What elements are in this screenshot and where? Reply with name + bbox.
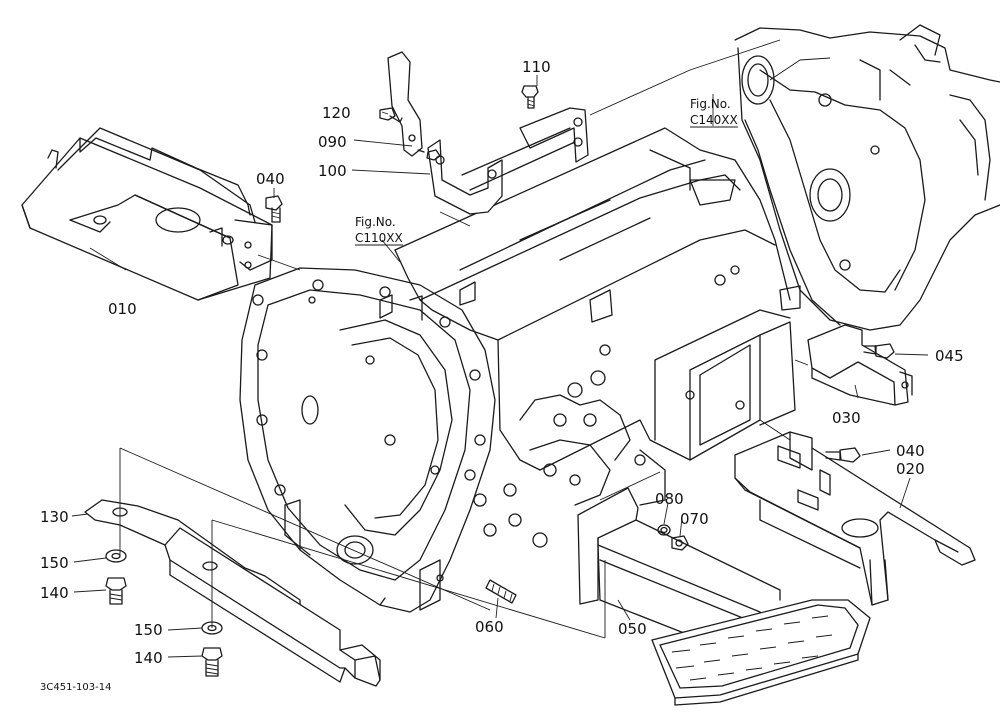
part-labels: 110 120 090 100 040 010 045 030 040 020 … [40,58,964,667]
front-flange [239,267,496,613]
part-label-110: 110 [522,58,551,76]
part-label-080: 080 [655,490,684,508]
part-030-bracket [807,324,913,406]
rear-housing [734,24,1000,331]
alignment-lines [119,39,809,639]
part-label-060: 060 [475,618,504,636]
part-label-100: 100 [318,162,347,180]
part-label-150: 150 [134,621,163,639]
part-label-070: 070 [680,510,709,528]
bolt-040-upper [265,195,283,223]
part-label-020: 020 [896,460,925,478]
stud-060 [485,579,517,604]
part-label-040: 040 [896,442,925,460]
nuts-070-080 [657,524,689,551]
part-130-bracket [84,499,381,687]
part-label-030: 030 [832,409,861,427]
drawing-code: 3C451-103-14 [40,682,111,693]
part-050-step [577,487,871,706]
transmission-case [394,127,801,548]
part-label-150: 150 [40,554,69,572]
part-label-120: 120 [322,104,351,122]
figure-ref-line1: Fig.No. [690,97,731,111]
figure-ref-line2: C110XX [355,231,403,245]
figure-ref-c140xx: Fig.No. C140XX [690,97,738,128]
figure-ref-c110xx: Fig.No. C110XX [355,215,403,246]
figure-ref-line1: Fig.No. [355,215,396,229]
bracket-assembly-090-100 [379,51,589,215]
part-label-140: 140 [134,649,163,667]
figure-ref-line2: C140XX [690,113,738,127]
part-label-050: 050 [618,620,647,638]
part-010-bracket [21,127,273,301]
part-label-090: 090 [318,133,347,151]
part-020-step-bracket [734,431,976,606]
part-label-140: 140 [40,584,69,602]
part-label-010: 010 [108,300,137,318]
part-label-045: 045 [935,347,964,365]
part-label-040: 040 [256,170,285,188]
leader-lines [71,75,929,658]
part-label-130: 130 [40,508,69,526]
